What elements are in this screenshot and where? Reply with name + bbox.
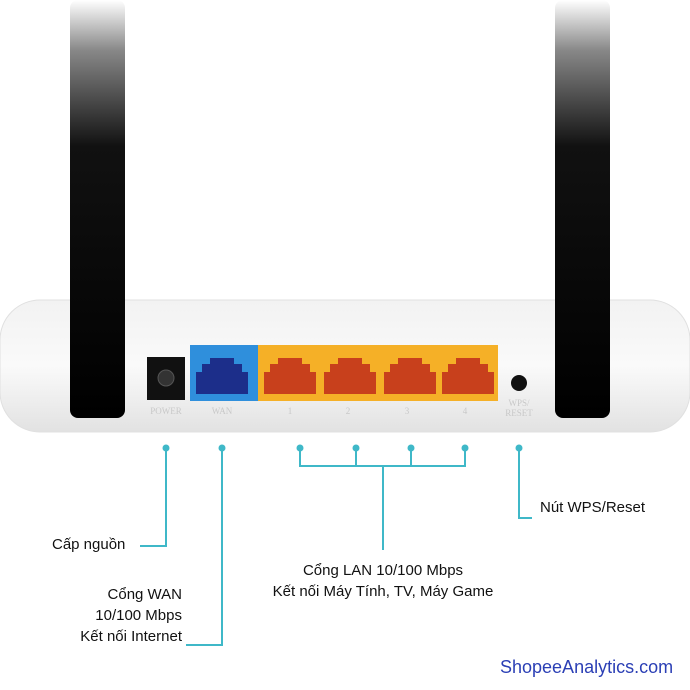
watermark: ShopeeAnalytics.com	[500, 657, 674, 677]
label-lan4: 4	[463, 406, 468, 416]
label-lan2: 2	[346, 406, 351, 416]
callout-dot-wan	[218, 444, 226, 452]
left-antenna	[70, 0, 125, 418]
callout-wps: Nút WPS/Reset	[540, 499, 646, 516]
wan-desc: Kết nối Internet	[80, 628, 182, 645]
callout-lines	[140, 448, 532, 646]
wps-reset-button	[511, 375, 527, 391]
lan-title: Cổng LAN 10/100 Mbps	[302, 562, 464, 579]
lan-port-4	[442, 358, 494, 394]
wan-speed: 10/100 Mbps	[95, 607, 182, 624]
lan-desc: Kết nối Máy Tính, TV, Máy Game	[272, 583, 494, 600]
callout-dot-lan4	[461, 444, 469, 452]
label-lan3: 3	[405, 406, 410, 416]
right-antenna	[555, 0, 610, 418]
wps-callout-line	[518, 448, 532, 519]
power-callout-line	[140, 448, 167, 547]
callout-dot-power	[162, 444, 170, 452]
callout-dot-lan3	[407, 444, 415, 452]
callout-dot-wps	[515, 444, 523, 452]
callout-power: Cấp nguồn	[52, 536, 126, 553]
callout-dots	[162, 444, 523, 452]
callout-lan: Cổng LAN 10/100 Mbps Kết nối Máy Tính, T…	[233, 560, 533, 602]
wan-port	[196, 358, 248, 394]
label-lan1: 1	[288, 406, 293, 416]
wan-callout-line	[186, 448, 223, 646]
wan-title: Cổng WAN	[107, 586, 182, 603]
lan-ports	[264, 358, 494, 394]
power-jack-socket	[157, 369, 175, 387]
label-wan: WAN	[212, 406, 233, 416]
callout-dot-lan1	[296, 444, 304, 452]
label-wps: WPS/	[508, 398, 530, 408]
label-power: POWER	[150, 406, 182, 416]
lan-port-1	[264, 358, 316, 394]
lan-port-3	[384, 358, 436, 394]
label-reset: RESET	[505, 408, 533, 418]
lan-callout-line	[299, 448, 466, 550]
callout-wan: Cổng WAN 10/100 Mbps Kết nối Internet	[80, 584, 182, 647]
callout-dot-lan2	[352, 444, 360, 452]
lan-port-2	[324, 358, 376, 394]
